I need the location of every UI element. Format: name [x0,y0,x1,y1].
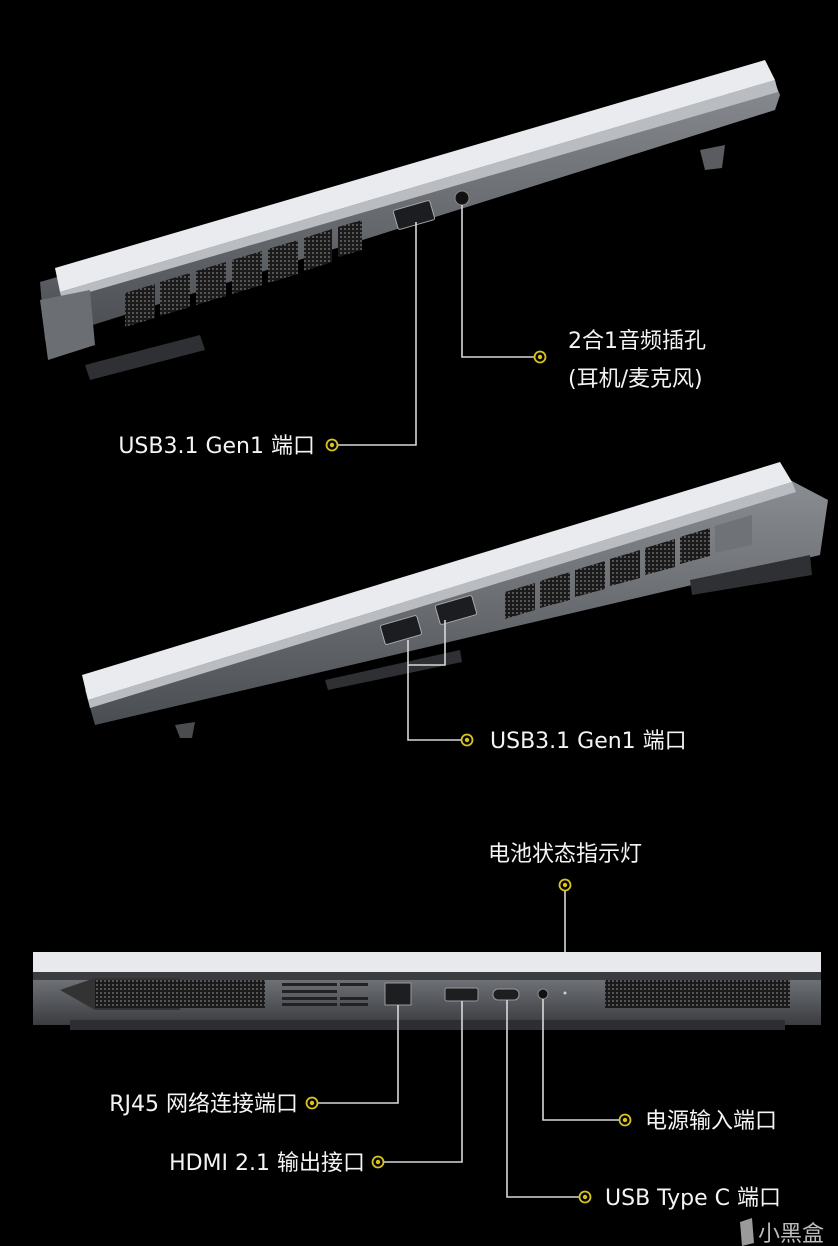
watermark-logo-icon [740,1218,754,1246]
laptop-rear [33,952,821,1030]
audio-jack [454,190,470,206]
vent-left [95,980,265,1008]
vent-slots [282,983,368,1006]
marker [618,1113,632,1127]
vent-right [605,980,790,1008]
laptop-left-side [40,60,780,380]
hdmi-label: HDMI 2.1 输出接口 [169,1151,365,1176]
usb-right-label: USB3.1 Gen1 端口 [490,729,687,754]
vents [125,220,362,327]
marker [325,438,339,452]
marker [558,878,572,892]
usb-a-port [379,615,423,645]
marker [533,350,547,364]
marker [305,1096,319,1110]
power-port [537,988,549,1000]
watermark: 小黑盒 [740,1218,824,1246]
usb-c-port [492,988,520,1001]
rj45-label: RJ45 网络连接端口 [109,1092,298,1117]
audio-jack-sublabel: (耳机/麦克风) [568,367,703,392]
power-label: 电源输入端口 [645,1109,777,1134]
battery-led [563,991,567,995]
audio-jack-label: 2合1音频插孔 [568,329,706,354]
marker [371,1155,385,1169]
laptop-right-side [82,462,828,738]
rj45-port [384,982,412,1006]
watermark-text: 小黑盒 [758,1222,824,1246]
marker [578,1190,592,1204]
usb-a-port [434,595,478,625]
battery-led-label: 电池状态指示灯 [488,842,642,867]
usb-c-label: USB Type C 端口 [605,1186,781,1211]
usb-left-label: USB3.1 Gen1 端口 [118,434,315,459]
vents [505,515,752,619]
marker [460,733,474,747]
hdmi-port [444,987,479,1002]
